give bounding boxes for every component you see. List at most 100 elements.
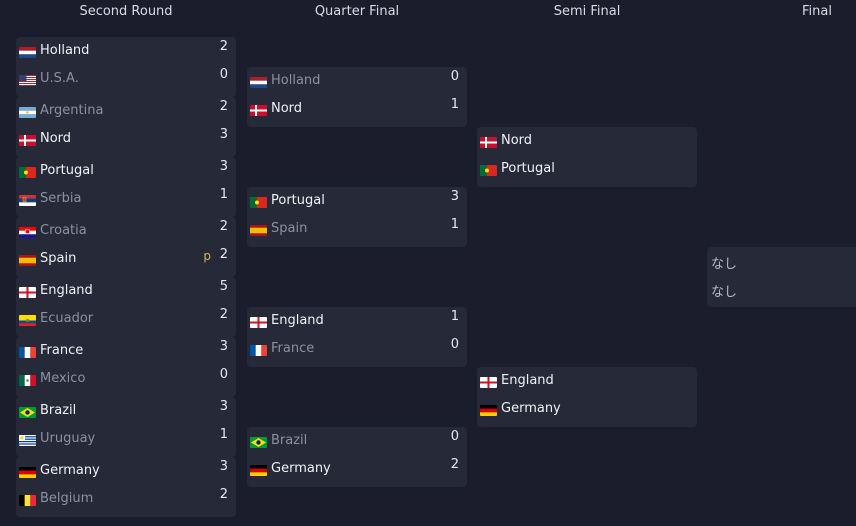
belgium-flag-icon xyxy=(19,495,36,506)
ecuador-flag-icon xyxy=(19,315,36,326)
team-name: Spain xyxy=(271,221,308,236)
team-name: France xyxy=(271,341,315,356)
team-score: 0 xyxy=(450,337,459,352)
team-score: 2 xyxy=(219,99,228,114)
semi-final-match-1-team-2: Portugal xyxy=(477,155,697,183)
team-score: 3 xyxy=(219,159,228,174)
team-score: 3 xyxy=(219,459,228,474)
team-name: Brazil xyxy=(271,433,308,448)
team-name: Uruguay xyxy=(40,431,96,446)
denmark-flag-icon xyxy=(480,137,497,148)
spain-flag-icon xyxy=(250,225,267,236)
second-round-match-2-team-1: Argentina 2 xyxy=(16,97,236,125)
team-name: England xyxy=(501,373,554,388)
team-name: Holland xyxy=(271,73,321,88)
team-name: England xyxy=(271,313,324,328)
uruguay-flag-icon xyxy=(19,435,36,446)
penalty-indicator: p xyxy=(203,249,211,263)
team-name: Serbia xyxy=(40,191,82,206)
portugal-flag-icon xyxy=(480,165,497,176)
team-score: 5 xyxy=(219,279,228,294)
team-name: Argentina xyxy=(40,103,104,118)
team-name: Nord xyxy=(40,131,72,146)
team-score: 1 xyxy=(450,309,459,324)
quarter-final-match-1-team-1: Holland 0 xyxy=(247,67,467,95)
second-round-match-7-team-2: Uruguay 1 xyxy=(16,425,236,453)
team-score: 3 xyxy=(219,127,228,142)
second-round-match-1-team-2: U.S.A. 0 xyxy=(16,65,236,93)
final-match[interactable]: なし なし xyxy=(707,247,856,307)
team-score: 1 xyxy=(450,97,459,112)
round-header-final: Final xyxy=(802,4,832,19)
team-score: 2 xyxy=(219,219,228,234)
team-score: 0 xyxy=(450,69,459,84)
second-round-match-2-team-2: Nord 3 xyxy=(16,125,236,153)
team-name: U.S.A. xyxy=(40,71,79,86)
team-score: 2 xyxy=(450,457,459,472)
team-name: Mexico xyxy=(40,371,86,386)
second-round-match-7-team-1: Brazil 3 xyxy=(16,397,236,425)
team-name: Nord xyxy=(501,133,533,148)
england-flag-icon xyxy=(480,377,497,388)
team-score: 3 xyxy=(219,399,228,414)
team-name: Holland xyxy=(40,43,90,58)
semi-final-match-1-team-1: Nord xyxy=(477,127,697,155)
spain-flag-icon xyxy=(19,255,36,266)
team-name: Brazil xyxy=(40,403,77,418)
brazil-flag-icon xyxy=(19,407,36,418)
team-score: 3 xyxy=(450,189,459,204)
quarter-final-match-3-team-1: England 1 xyxy=(247,307,467,335)
team-score: 2 xyxy=(219,307,228,322)
portugal-flag-icon xyxy=(250,197,267,208)
netherlands-flag-icon xyxy=(19,47,36,58)
team-score: 3 xyxy=(219,339,228,354)
second-round-match-3-team-2: Serbia 1 xyxy=(16,185,236,213)
team-score: 0 xyxy=(219,67,228,82)
final-team-2: なし xyxy=(707,275,856,303)
denmark-flag-icon xyxy=(19,135,36,146)
second-round-match-6-team-2: Mexico 0 xyxy=(16,365,236,393)
team-score: 1 xyxy=(219,187,228,202)
brazil-flag-icon xyxy=(250,437,267,448)
team-score: 0 xyxy=(219,367,228,382)
quarter-final-match-2-team-1: Portugal 3 xyxy=(247,187,467,215)
team-score: 1 xyxy=(219,427,228,442)
final-team-1-label: なし xyxy=(711,257,738,272)
serbia-flag-icon xyxy=(19,195,36,206)
round-header-semi-final: Semi Final xyxy=(553,4,621,19)
france-flag-icon xyxy=(19,347,36,358)
england-flag-icon xyxy=(19,287,36,298)
germany-flag-icon xyxy=(19,467,36,478)
team-name: Spain xyxy=(40,251,77,266)
team-name: Portugal xyxy=(271,193,325,208)
team-name: Belgium xyxy=(40,491,94,506)
final-team-1: なし xyxy=(707,247,856,275)
team-name: Ecuador xyxy=(40,311,94,326)
